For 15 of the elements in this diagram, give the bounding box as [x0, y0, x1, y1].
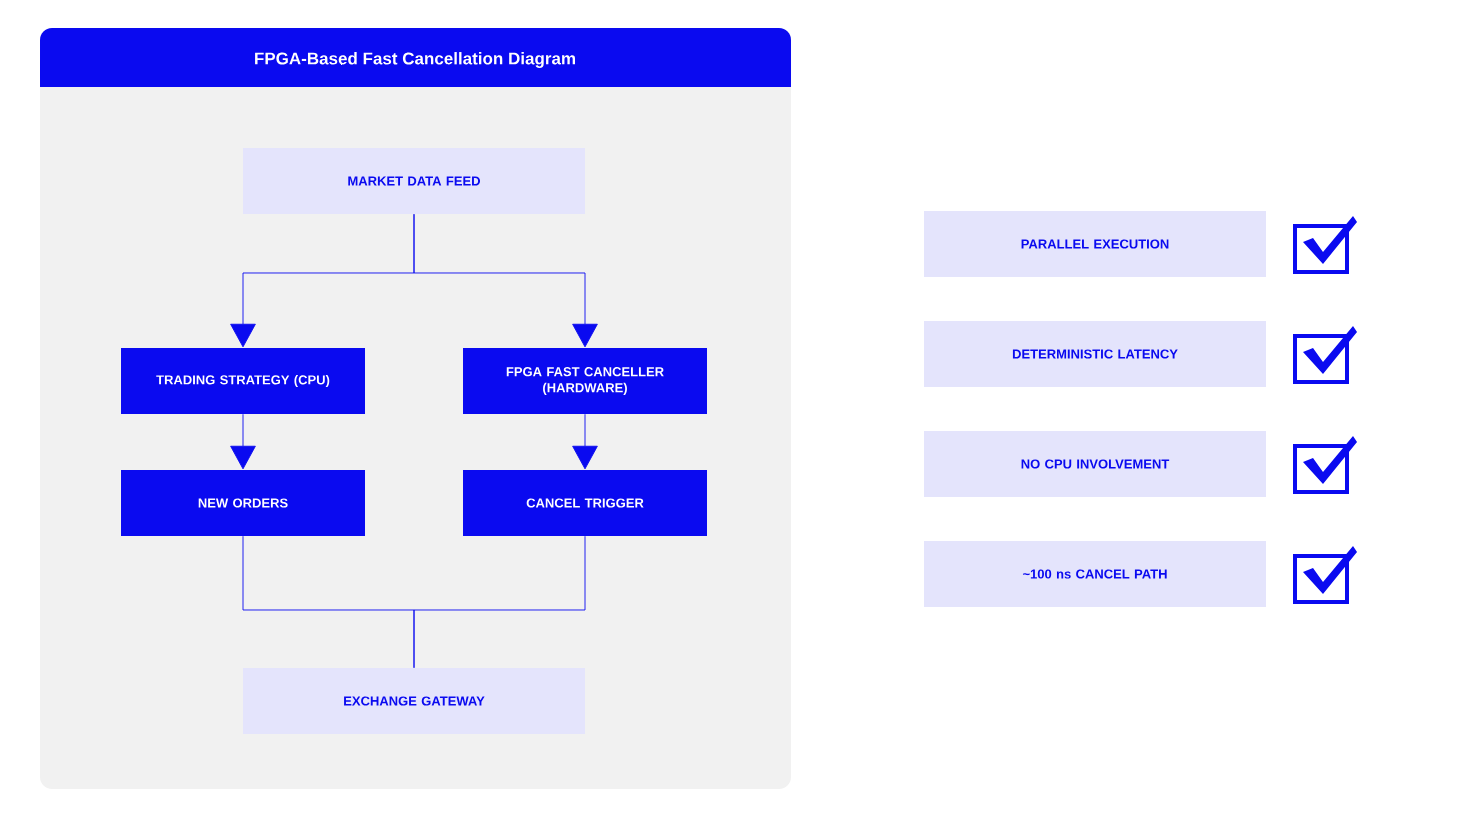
connector [413, 535, 586, 669]
process-box: TRADING STRATEGY (CPU) [121, 348, 365, 414]
process-box: MARKET DATA FEED [243, 148, 585, 214]
connector [572, 413, 598, 470]
process-box: FPGA FAST CANCELLER (HARDWARE) [463, 348, 707, 414]
title-bar: FPGA-Based Fast Cancellation Diagram [40, 28, 791, 87]
connector [230, 413, 256, 470]
feature-box: NO CPU INVOLVEMENT [924, 431, 1266, 497]
feature-box: ~100 ns CANCEL PATH [924, 541, 1266, 607]
feature-box: PARALLEL EXECUTION [924, 211, 1266, 277]
feature-box: DETERMINISTIC LATENCY [924, 321, 1266, 387]
process-box: EXCHANGE GATEWAY [243, 668, 585, 734]
process-box: CANCEL TRIGGER [463, 470, 707, 536]
process-box: NEW ORDERS [121, 470, 365, 536]
connector [413, 213, 598, 348]
